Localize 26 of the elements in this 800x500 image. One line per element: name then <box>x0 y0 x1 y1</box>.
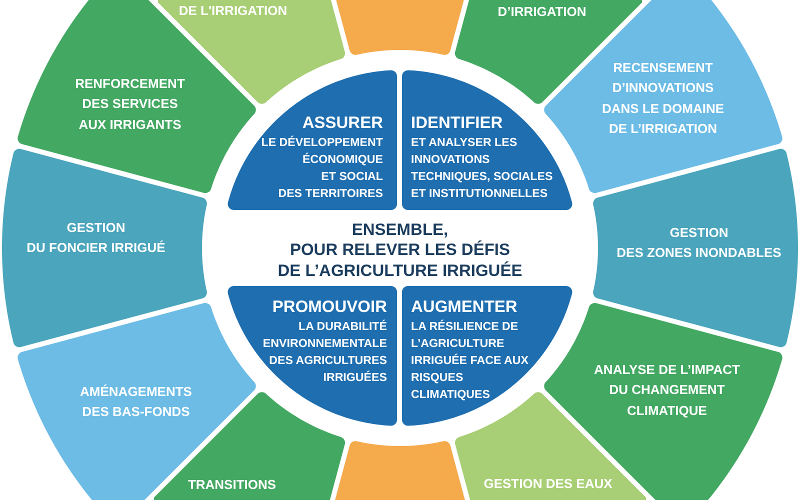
panel-text: LA DURABILITÉ ENVIRONNEMENTALE DES AGRICULTURES IRRIGUÉES <box>262 318 387 386</box>
segment-label: RENFORCEMENT DES SERVICES AUX IRRIGANTS <box>75 74 185 134</box>
wheel-segment <box>544 302 783 500</box>
center-heading: ENSEMBLE, POUR RELEVER LES DÉFIS DE L’AGRICULTURE IRRIGUÉE <box>278 220 522 282</box>
segment-label: DE L'IRRIGATION <box>178 2 288 20</box>
panel-text: LE DÉVELOPPEMENT ÉCONOMIQUE ET SOCIAL DES TERRITOIRES <box>261 134 383 202</box>
wheel-segment <box>593 148 798 348</box>
panel-heading: AUGMENTER <box>411 297 518 317</box>
segment-label: RECENSEMENT D’INNOVATIONS DANS LE DOMAINE DE L’IRRIGATION <box>602 58 724 138</box>
panel-text: ET ANALYSER LES INNOVATIONS TECHNIQUES, SOCIALES ET INSTITUTIONNELLES <box>411 134 553 202</box>
panel-heading: IDENTIFIER <box>411 113 503 133</box>
quadrant-panel <box>402 70 573 210</box>
segment-label: GESTION DES ZONES INONDABLES <box>616 224 782 262</box>
segment-label: AMÉNAGEMENTS DES BAS-FONDS <box>80 382 192 422</box>
panel-heading: ASSURER <box>302 113 383 133</box>
panel-text: LA RÉSILIENCE DE L’AGRICULTURE IRRIGUÉE FACE AUX RISQUES CLIMATIQUES <box>411 318 528 402</box>
segment-label: GESTION DU FONCIER IRRIGUÉ <box>26 218 166 258</box>
wheel-segment <box>2 148 207 348</box>
wheel-segment <box>335 441 465 500</box>
wheel-segment <box>336 0 464 55</box>
segment-label: D’IRRIGATION <box>498 2 586 21</box>
quadrant-panel <box>227 70 397 210</box>
panel-heading: PROMOUVOIR <box>272 297 387 317</box>
segment-label: ANALYSE DE L’IMPACT DU CHANGEMENT CLIMATIQUE <box>594 360 740 420</box>
segment-label: TRANSITIONS <box>188 476 276 494</box>
segment-label: GESTION DES EAUX <box>484 474 612 493</box>
